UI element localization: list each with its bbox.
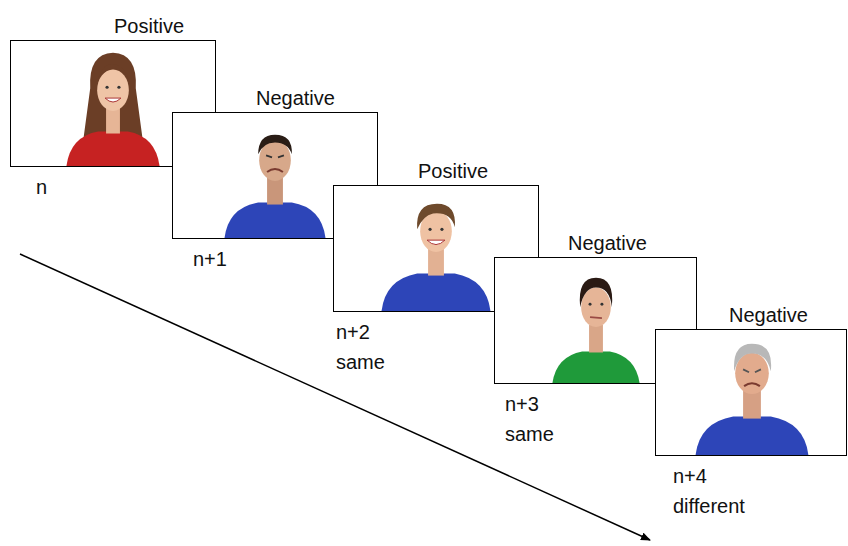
smile	[427, 240, 445, 244]
shirt	[224, 203, 325, 238]
hair	[580, 278, 612, 308]
shirt	[382, 274, 491, 311]
trial-label: n+1	[193, 244, 227, 274]
hair	[734, 344, 771, 372]
hair	[417, 204, 455, 230]
eye	[440, 228, 443, 231]
smile	[105, 98, 121, 102]
face	[581, 288, 611, 327]
eye	[600, 303, 603, 306]
face	[97, 70, 129, 111]
hair	[97, 64, 130, 84]
eye	[428, 228, 431, 231]
shirt	[696, 417, 809, 455]
mouth	[590, 316, 602, 319]
brows	[266, 155, 284, 157]
trial-label: n+3 same	[505, 389, 554, 449]
eye	[117, 86, 120, 89]
shirt	[66, 132, 159, 166]
valence-label: Positive	[418, 160, 488, 183]
valence-label: Negative	[256, 87, 335, 110]
stimulus-frame: Negativen+4 different	[655, 329, 847, 456]
shirt	[552, 352, 639, 383]
frown	[744, 383, 760, 386]
eye	[589, 303, 592, 306]
neck	[743, 391, 761, 419]
trial-label: n+4 different	[673, 461, 745, 521]
neck	[428, 249, 444, 276]
hair	[82, 53, 143, 147]
valence-label: Positive	[114, 15, 184, 38]
valence-label: Negative	[729, 304, 808, 327]
trial-label: n	[36, 172, 47, 202]
eye	[105, 86, 108, 89]
hair	[258, 135, 292, 155]
brows	[743, 369, 761, 372]
face-photo	[656, 330, 846, 455]
neck	[267, 178, 283, 205]
frown	[267, 169, 283, 172]
valence-label: Negative	[568, 232, 647, 255]
trial-label: n+2 same	[336, 317, 385, 377]
neck	[589, 325, 603, 353]
neck	[106, 108, 120, 134]
